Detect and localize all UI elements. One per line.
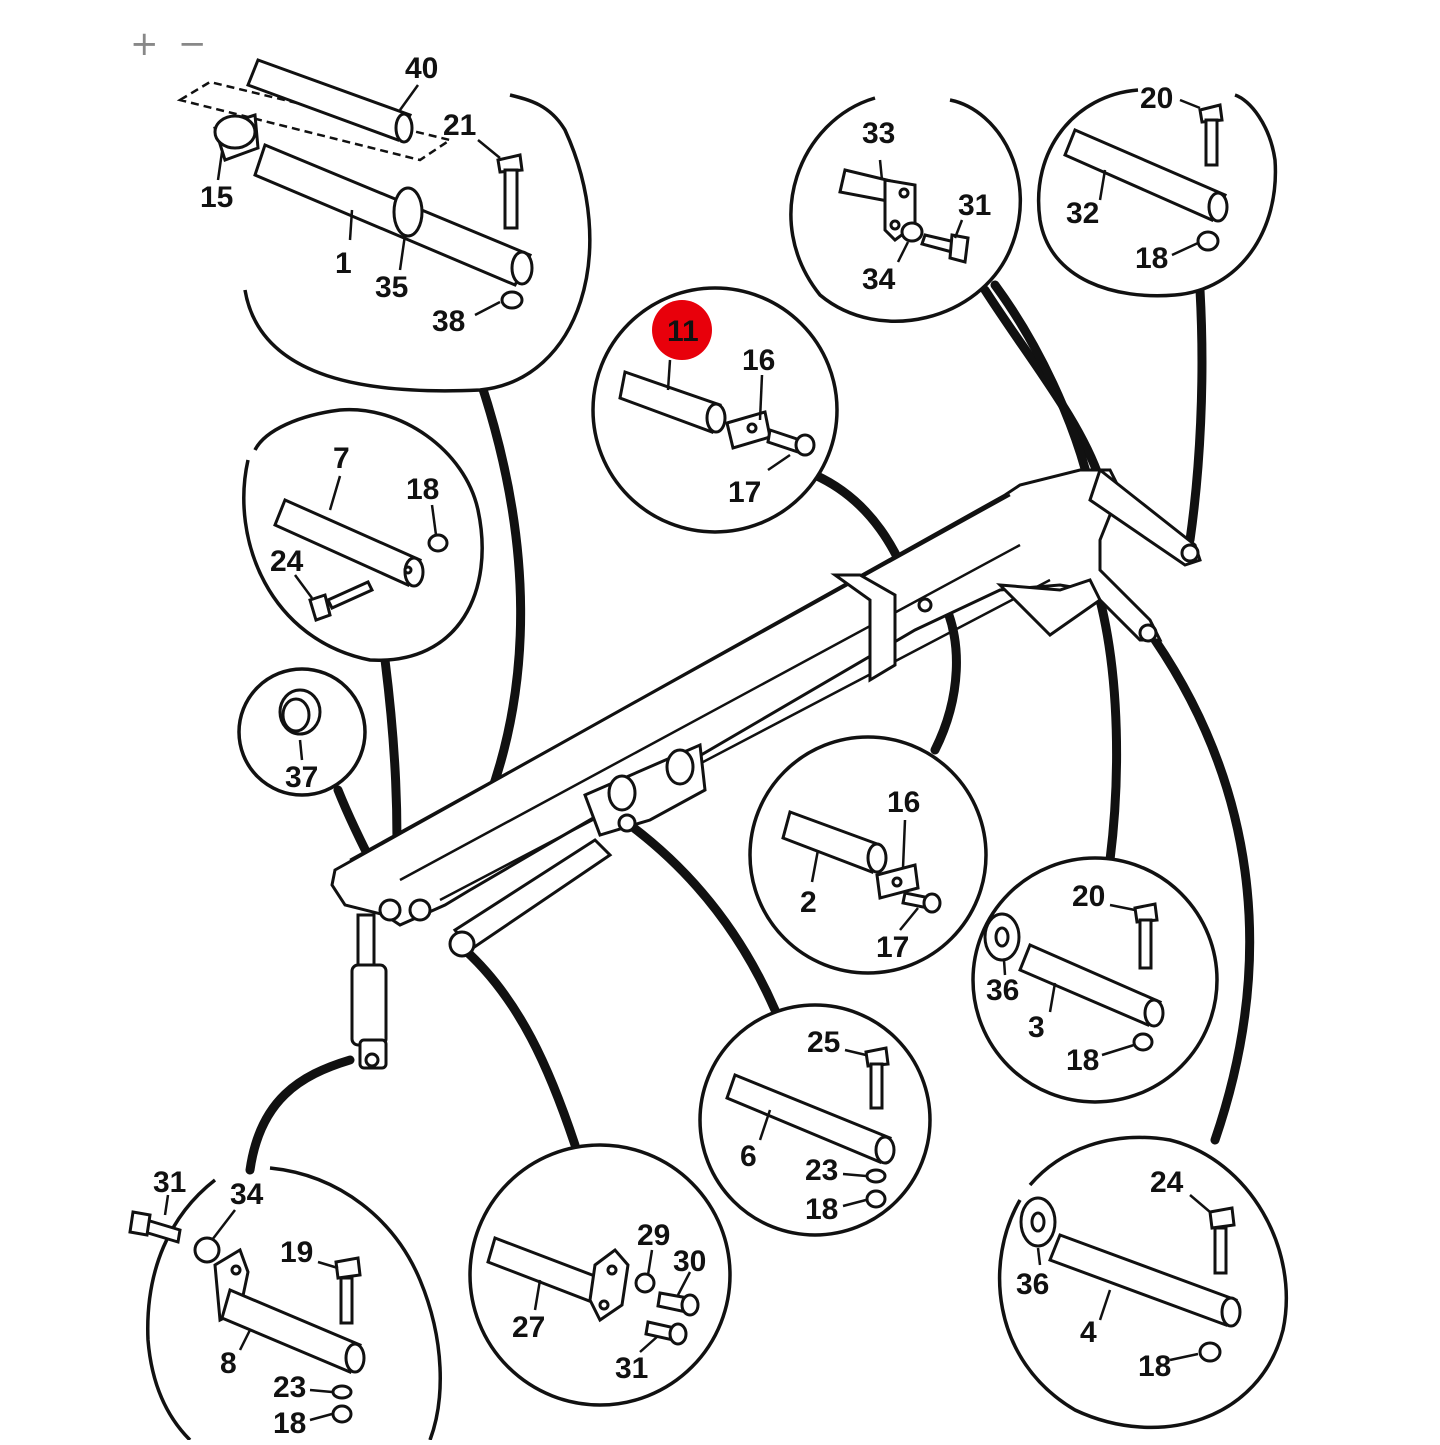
label-17: 17 [876, 931, 909, 964]
label-18: 18 [1135, 242, 1168, 275]
label-33: 33 [862, 117, 895, 150]
label-18: 18 [1138, 1350, 1171, 1383]
label-6: 6 [740, 1140, 757, 1173]
label-24: 24 [1150, 1166, 1184, 1199]
label-31: 31 [615, 1352, 648, 1385]
detail-circle-pin-4: 24 36 4 18 [997, 1135, 1289, 1430]
label-18: 18 [406, 473, 439, 506]
label-38: 38 [432, 305, 465, 338]
label-36: 36 [1016, 1268, 1049, 1301]
label-3: 3 [1028, 1011, 1045, 1044]
label-32: 32 [1066, 197, 1099, 230]
label-34: 34 [862, 263, 896, 296]
label-31: 31 [153, 1166, 186, 1199]
label-30: 30 [673, 1245, 706, 1278]
swing-cylinder [350, 913, 388, 1070]
label-8: 8 [220, 1347, 237, 1380]
zoom-in-button[interactable]: + [130, 24, 159, 64]
detail-circle-pin-2: 2 16 17 [748, 735, 988, 975]
label-25: 25 [807, 1026, 840, 1059]
label-37: 37 [285, 761, 318, 794]
detail-circle-pin-8: 31 34 19 8 23 18 [128, 1166, 442, 1442]
label-24: 24 [270, 545, 304, 578]
label-1: 1 [335, 247, 352, 280]
label-40: 40 [405, 52, 438, 85]
detail-circle-pin-6: 25 6 23 18 [698, 1003, 932, 1237]
label-27: 27 [512, 1311, 545, 1344]
detail-circle-boom-pivot: 40 21 15 1 35 38 [176, 52, 592, 393]
label-18: 18 [805, 1193, 838, 1226]
highlight-marker-11[interactable] [652, 300, 712, 360]
boom-frame [330, 467, 1202, 927]
label-31: 31 [958, 189, 991, 222]
zoom-out-button[interactable]: − [178, 24, 207, 64]
label-17: 17 [728, 476, 761, 509]
detail-circle-pin-11: 11 16 17 [591, 286, 839, 534]
label-11[interactable]: 11 [667, 315, 699, 348]
detail-circle-pin-32: 20 32 18 [1036, 82, 1278, 298]
label-16: 16 [887, 786, 920, 819]
label-4: 4 [1080, 1316, 1097, 1349]
detail-circle-bush-37: 37 [237, 667, 367, 797]
detail-circle-pin-3: 20 36 3 18 [971, 856, 1219, 1104]
label-18: 18 [273, 1407, 306, 1440]
label-16: 16 [742, 344, 775, 377]
label-21: 21 [443, 109, 476, 142]
label-18: 18 [1066, 1044, 1099, 1077]
label-20: 20 [1072, 880, 1105, 913]
label-2: 2 [800, 886, 817, 919]
label-7: 7 [333, 442, 350, 475]
label-23: 23 [273, 1371, 306, 1404]
label-23: 23 [805, 1154, 838, 1187]
label-34: 34 [230, 1178, 264, 1211]
label-20: 20 [1140, 82, 1173, 115]
label-29: 29 [637, 1219, 670, 1252]
detail-circle-pin-27: 27 29 30 31 [468, 1143, 732, 1407]
label-35: 35 [375, 271, 408, 304]
label-36: 36 [986, 974, 1019, 1007]
boom-cylinder [448, 838, 613, 958]
detail-circle-upper-link: 33 31 34 [789, 96, 1022, 323]
label-19: 19 [280, 1236, 313, 1269]
label-15: 15 [200, 181, 233, 214]
detail-circle-pin-7: 7 18 24 [242, 407, 484, 662]
